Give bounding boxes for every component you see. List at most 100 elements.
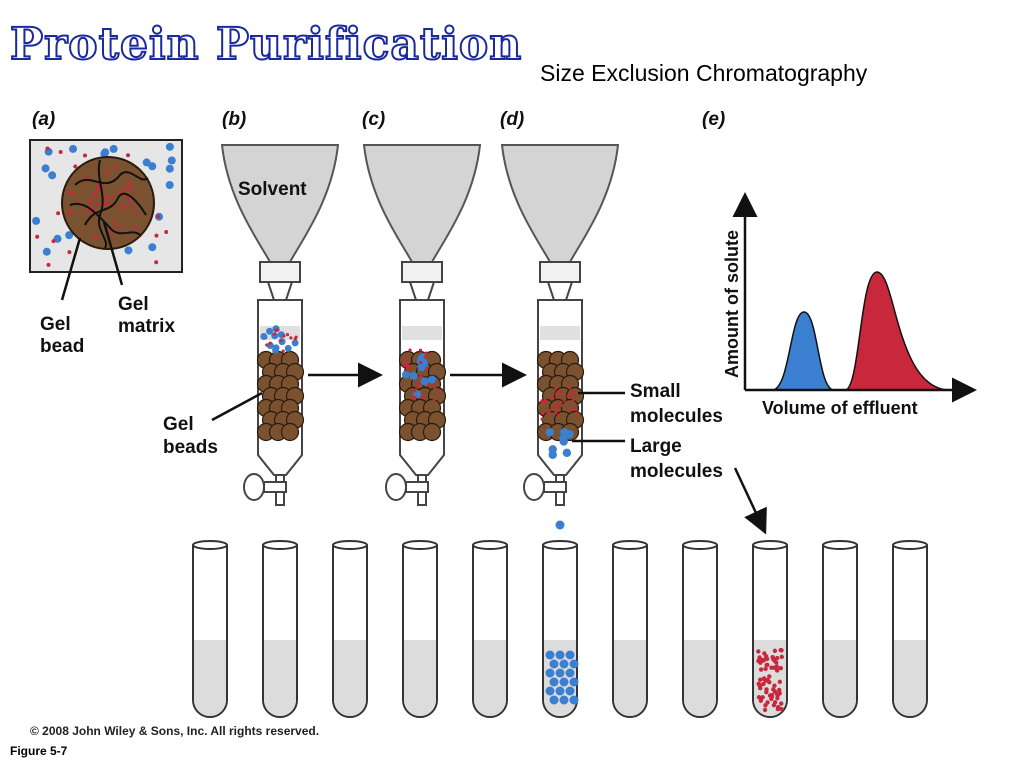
small-molecule: [567, 386, 572, 390]
small-molecule: [279, 339, 283, 343]
small-molecule: [756, 695, 762, 700]
large-molecule: [565, 686, 575, 696]
small-molecule: [265, 343, 269, 347]
small-molecule: [118, 190, 123, 194]
panel-label-a: (a): [32, 109, 55, 130]
small-molecule: [281, 349, 285, 353]
test-tube: [472, 540, 508, 718]
small-molecule: [71, 192, 75, 196]
large-molecule: [284, 344, 292, 352]
column-c: [362, 144, 482, 506]
large-molecule: [428, 375, 437, 384]
small-molecule: [417, 381, 422, 386]
small-molecule: [559, 391, 563, 395]
small-molecule: [132, 225, 136, 230]
small-molecule: [93, 191, 97, 196]
small-molecule: [774, 655, 780, 661]
solvent-layer: [402, 326, 442, 340]
small-molecule-peak: [844, 271, 951, 391]
small-molecule: [423, 355, 428, 359]
large-molecule: [569, 677, 579, 687]
tube-rim: [262, 540, 298, 550]
panel-label-d: (d): [500, 109, 524, 130]
solvent-label: Solvent: [238, 179, 307, 200]
collection-tubes: [192, 540, 928, 718]
small-molecule: [156, 214, 161, 219]
large-molecule: [48, 171, 57, 180]
funnel-stopper: [401, 261, 443, 283]
large-molecule: [41, 164, 50, 173]
small-molecule: [276, 328, 280, 332]
stopcock-handle: [385, 473, 407, 501]
large-molecule: [569, 659, 579, 669]
large-molecule: [559, 677, 569, 687]
small-molecule: [68, 190, 72, 194]
gel-bead: [280, 422, 300, 442]
small-molecule: [568, 392, 572, 396]
small-molecule: [758, 686, 763, 691]
funnel: [362, 144, 482, 263]
large-molecule: [559, 437, 568, 446]
small-molecule: [540, 417, 544, 421]
large-molecule: [109, 144, 118, 153]
small-molecule: [767, 679, 772, 685]
panel-label-b: (b): [222, 109, 246, 130]
large-molecule: [260, 332, 268, 340]
gel-bead-label-1: Gel: [40, 314, 71, 335]
large-molecule: [565, 650, 575, 660]
small-molecule: [404, 361, 408, 365]
tube-liquid: [404, 640, 436, 716]
small-molecule: [575, 411, 579, 415]
small-molecule: [554, 411, 558, 415]
small-molecule: [426, 383, 431, 387]
large-molecule: [165, 180, 174, 189]
small-molecule: [415, 385, 419, 389]
tube-rim: [402, 540, 438, 550]
large-molecule: [548, 445, 557, 454]
gel-matrix-label-1: Gel: [118, 294, 149, 315]
small-molecule: [764, 687, 769, 692]
column-b: [220, 144, 340, 506]
test-tube: [612, 540, 648, 718]
small-molecule: [772, 648, 778, 654]
large-molecule: [555, 668, 565, 678]
small-molecule: [406, 364, 410, 369]
stopcock-handle: [523, 473, 545, 501]
small-molecule: [765, 700, 770, 705]
column-neck: [266, 281, 294, 301]
small-molecule: [413, 389, 417, 393]
small-molecule: [771, 702, 777, 708]
large-molecule: [549, 695, 559, 705]
small-molecule: [272, 332, 277, 336]
small-molecule: [126, 153, 131, 158]
large-molecule: [420, 377, 429, 386]
test-tube: [822, 540, 858, 718]
gel-bead-label-2: bead: [40, 336, 84, 357]
tube-rim: [192, 540, 228, 550]
small-molecule: [35, 234, 40, 239]
small-molecule: [762, 651, 767, 656]
large-molecule: [560, 427, 569, 437]
figure-label: Figure 5-7: [10, 744, 68, 758]
small-molecule: [408, 348, 412, 352]
solvent-layer: [540, 326, 580, 340]
column-neck: [408, 281, 436, 301]
small-molecule: [116, 225, 121, 229]
test-tube: [752, 540, 788, 718]
large-molecule: [65, 231, 74, 240]
column-neck: [546, 281, 574, 301]
test-tube: [402, 540, 438, 718]
gel-beads-label-1: Gel: [163, 414, 194, 435]
large-molecule: [167, 156, 176, 165]
small-molecule: [758, 698, 764, 703]
small-molecule: [758, 667, 764, 672]
small-molecule: [769, 692, 775, 698]
small-molecule: [764, 662, 769, 668]
small-molecule: [67, 209, 72, 213]
inset-molecules: [32, 142, 176, 267]
small-molecule: [769, 665, 774, 670]
small-molecule: [418, 374, 423, 378]
tube-liquid: [474, 640, 506, 716]
small-molecule: [46, 262, 51, 267]
small-molecule: [129, 205, 134, 210]
